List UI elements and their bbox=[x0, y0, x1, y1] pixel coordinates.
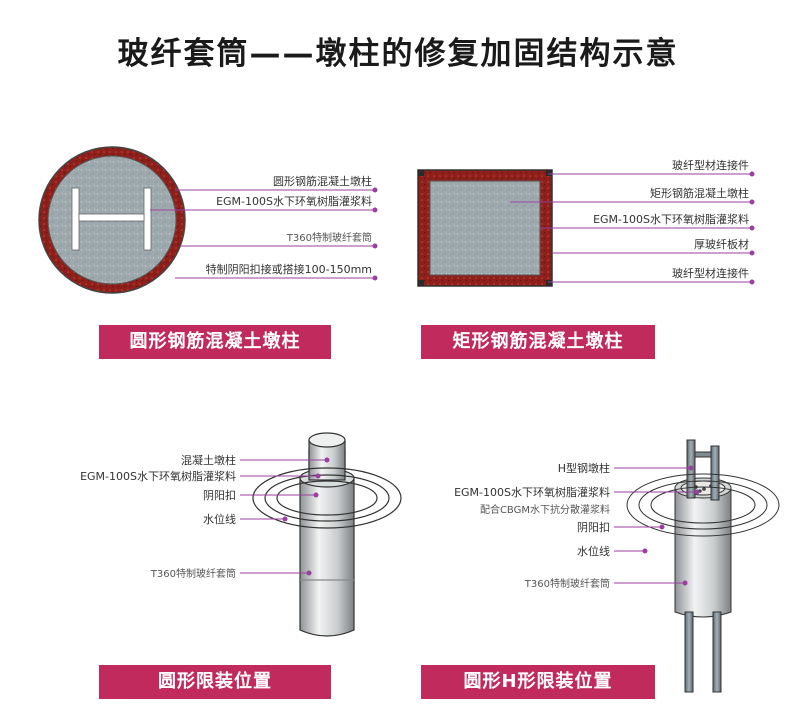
hi-grout-label: EGM-100S水下环氧树脂灌浆料 bbox=[454, 485, 610, 499]
rect-pier-section bbox=[417, 169, 553, 287]
rect-connector-label-top: 玻纤型材连接件 bbox=[672, 158, 749, 172]
h-install-drawing bbox=[626, 439, 780, 693]
ri-waterline-label: 水位线 bbox=[203, 512, 236, 526]
rect-connector-label-bottom: 玻纤型材连接件 bbox=[672, 266, 749, 280]
h-rebar-icon bbox=[71, 187, 152, 251]
round-pier-label: 圆形钢筋混凝土墩柱 bbox=[273, 174, 372, 188]
h-install-leaders bbox=[614, 465, 700, 586]
banner-round-install: 圆形限装位置 bbox=[99, 665, 331, 699]
hi-sleeve-label: T360特制玻纤套筒 bbox=[524, 577, 610, 590]
ri-pier-label: 混凝土墩柱 bbox=[181, 453, 236, 467]
banner-rect-pier: 矩形钢筋混凝土墩柱 bbox=[421, 325, 655, 359]
banner-h-install: 圆形H形限装位置 bbox=[421, 665, 655, 699]
banner-round-pier: 圆形钢筋混凝土墩柱 bbox=[99, 325, 331, 359]
round-install-leaders bbox=[240, 457, 330, 576]
round-pier-section bbox=[38, 146, 186, 294]
hi-waterline-label: 水位线 bbox=[577, 544, 610, 558]
round-sleeve-label: T360特制玻纤套筒 bbox=[286, 231, 372, 244]
round-install-drawing bbox=[252, 432, 402, 637]
page-title: 玻纤套筒——墩柱的修复加固结构示意 bbox=[117, 36, 679, 72]
hi-cbgm-label: 配合CBGM水下抗分散灌浆料 bbox=[480, 503, 610, 516]
rect-pier-label: 矩形钢筋混凝土墩柱 bbox=[650, 186, 749, 200]
round-joint-label: 特制阴阳扣接或搭接100-150mm bbox=[206, 262, 372, 276]
hi-joint-label: 阴阳扣 bbox=[577, 520, 610, 534]
ri-sleeve-label: T360特制玻纤套筒 bbox=[150, 567, 236, 580]
rect-grout-label: EGM-100S水下环氧树脂灌浆料 bbox=[593, 212, 749, 226]
rect-pier-leaders bbox=[510, 171, 755, 285]
ri-grout-label: EGM-100S水下环氧树脂灌浆料 bbox=[80, 469, 236, 483]
round-pier-leaders bbox=[150, 187, 378, 281]
round-grout-label: EGM-100S水下环氧树脂灌浆料 bbox=[216, 194, 372, 208]
rect-plate-label: 厚玻纤板材 bbox=[694, 237, 749, 251]
hi-pier-label: H型钢墩柱 bbox=[558, 461, 610, 475]
ri-joint-label: 阴阳扣 bbox=[203, 488, 236, 502]
